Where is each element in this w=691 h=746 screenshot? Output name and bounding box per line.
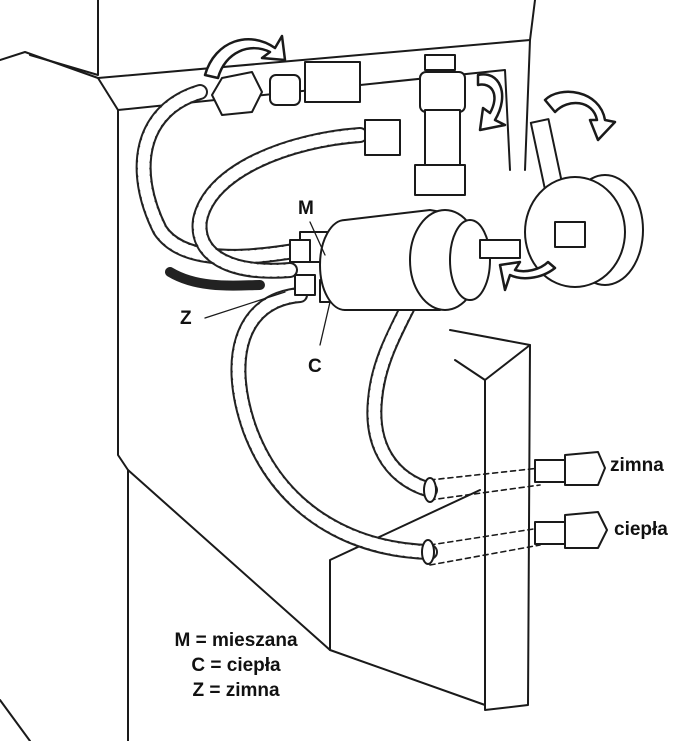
valve-handle bbox=[524, 118, 644, 288]
hose-ends bbox=[421, 477, 437, 565]
mixing-valve bbox=[289, 209, 521, 311]
hoses bbox=[135, 84, 448, 560]
rotation-arrows bbox=[203, 34, 617, 292]
label-cold: Z bbox=[180, 308, 192, 329]
legend: M = mieszana C = ciepła Z = zimna bbox=[156, 628, 316, 703]
legend-item-mixed: M = mieszana bbox=[174, 630, 298, 651]
label-cold-outlet: zimna bbox=[610, 455, 664, 476]
label-hot: C bbox=[308, 356, 322, 377]
callout-lines bbox=[204, 221, 331, 346]
legend-item-hot: C = ciepła bbox=[191, 655, 281, 676]
label-hot-outlet: ciepła bbox=[614, 519, 668, 540]
legend-item-cold: Z = zimna bbox=[192, 680, 280, 701]
label-mixed: M bbox=[298, 198, 314, 219]
outlet-connectors bbox=[534, 451, 608, 549]
hidden-hose-paths bbox=[429, 467, 541, 566]
top-fittings bbox=[211, 54, 466, 196]
